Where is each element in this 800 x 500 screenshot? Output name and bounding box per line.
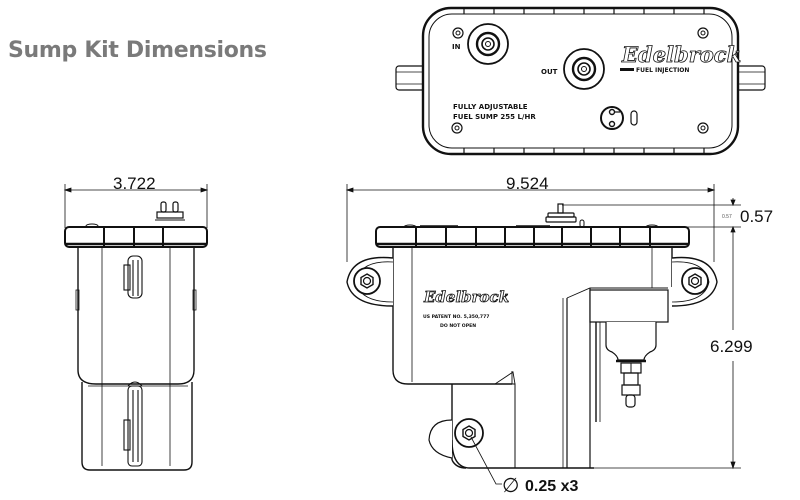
screw-icon: [697, 122, 709, 134]
page-title: Sump Kit Dimensions: [8, 38, 267, 63]
outlet-label: OUT: [541, 68, 558, 76]
lid-inner-outline: [428, 13, 733, 149]
brand-logo-top: Edelbrock: [621, 42, 741, 67]
side-width-value: 3.722: [113, 174, 156, 193]
mounting-ear-right: [671, 256, 718, 307]
diameter-symbol-icon: ∅: [502, 475, 519, 497]
screw-icon: [452, 27, 464, 39]
stencil-line-2: FUEL SUMP 255 L/HR: [453, 113, 536, 121]
stud-height-small-value: 0.57: [722, 214, 732, 220]
latch-clip-icon: [123, 255, 143, 299]
mounting-ear-left: [346, 256, 394, 307]
side-view: [63, 184, 209, 471]
mounting-ear-bottom: [428, 418, 484, 459]
patent-label: US PATENT NO. 5,350,777: [423, 314, 490, 320]
hole-diameter-value: 0.25 x3: [525, 478, 578, 495]
stencil-line-1: FULLY ADJUSTABLE: [453, 103, 528, 111]
warning-label: DO NOT OPEN: [440, 323, 476, 329]
inlet-port-icon: [467, 23, 509, 65]
hole-leader-line: [470, 436, 502, 485]
top-view: [395, 6, 766, 156]
front-view: [345, 184, 741, 485]
brand-logo-front: Edelbrock: [423, 288, 509, 306]
outlet-port-icon: [563, 48, 605, 90]
width-dimension-front: [345, 184, 716, 262]
height-value: 6.299: [710, 337, 753, 356]
electrical-connector-icon: [600, 106, 638, 130]
inlet-label: IN: [452, 43, 461, 51]
screw-icon: [451, 122, 463, 134]
mounting-tab-right: [734, 65, 766, 91]
screw-icon: [697, 27, 709, 39]
mounting-tab-left: [395, 65, 427, 91]
latch-clip-icon: [123, 381, 143, 467]
stud-height-value: 0.57: [740, 207, 773, 226]
brand-subtitle: FUEL INJECTION: [636, 67, 689, 74]
brand-stripe: [620, 68, 634, 71]
width-dimension-side: [63, 184, 209, 228]
height-label-bg: [710, 333, 758, 359]
front-width-value: 9.524: [506, 174, 549, 193]
lid-outline: [421, 6, 740, 156]
